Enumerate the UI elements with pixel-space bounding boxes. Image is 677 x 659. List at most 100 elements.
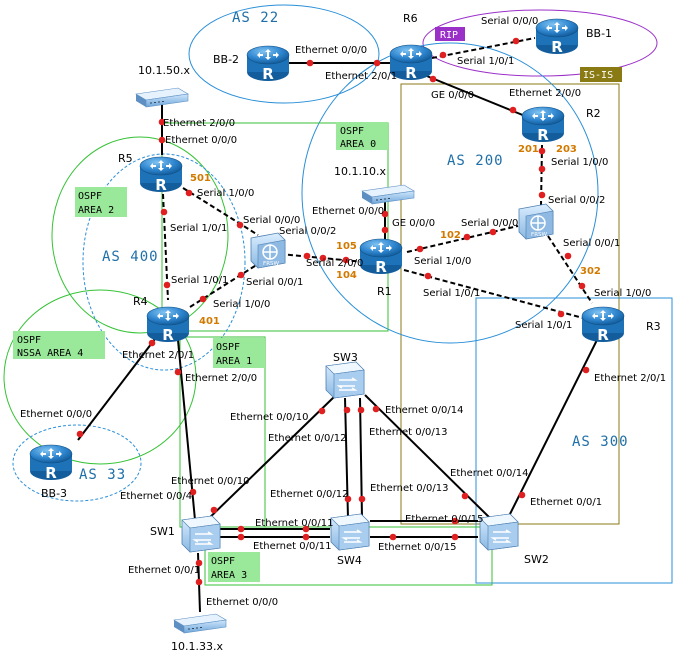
ospf-area2-boundary bbox=[51, 136, 229, 334]
router-bb2-icon[interactable] bbox=[246, 45, 290, 84]
port-bb2-eth000: Ethernet 0/0/0 bbox=[295, 45, 367, 56]
host-10-1-10-icon[interactable] bbox=[361, 184, 415, 205]
label-sw1: SW1 bbox=[150, 525, 175, 538]
ospf-area0-boundary bbox=[161, 122, 389, 332]
port-sw2-eth0015-top: Ethernet 0/0/15 bbox=[405, 514, 483, 525]
label-r4: R4 bbox=[133, 295, 148, 308]
port-host10-eth000: Ethernet 0/0/0 bbox=[312, 206, 384, 217]
port-r1-ge000: GE 0/0/0 bbox=[392, 218, 435, 229]
port-frsw2-serial000: Serial 0/0/0 bbox=[461, 218, 518, 229]
area1-tag bbox=[213, 338, 265, 368]
link-r1-r3 bbox=[403, 269, 584, 319]
as200-boundary bbox=[301, 42, 599, 344]
area2-tag bbox=[75, 187, 127, 217]
rip-boundary bbox=[422, 9, 658, 77]
label-as33: AS 33 bbox=[79, 467, 126, 483]
port-r1-serial200: Serial 2/0/0 bbox=[306, 258, 363, 269]
area2-tag-line1: OSPF bbox=[78, 191, 102, 202]
router-r5-icon[interactable] bbox=[139, 156, 183, 195]
port-r5-eth200: Ethernet 2/0/0 bbox=[163, 118, 235, 129]
label-as22: AS 22 bbox=[232, 10, 279, 26]
area3-tag bbox=[208, 552, 260, 582]
port-frsw-serial000: Serial 0/0/0 bbox=[243, 215, 300, 226]
port-sw3-eth0014: Ethernet 0/0/14 bbox=[385, 405, 463, 416]
port-r3-serial100: Serial 1/0/0 bbox=[594, 288, 651, 299]
port-sw3-eth0013: Ethernet 0/0/13 bbox=[369, 427, 447, 438]
port-r4-eth201: Ethernet 2/0/1 bbox=[122, 350, 194, 361]
port-host33-eth000: Ethernet 0/0/0 bbox=[206, 597, 278, 608]
port-frsw-serial002: Serial 0/0/2 bbox=[279, 226, 336, 237]
host-10-1-50-icon[interactable] bbox=[135, 87, 189, 108]
link-frsw2-r3 bbox=[547, 235, 593, 304]
area0-tag-line2: AREA 0 bbox=[340, 139, 376, 150]
port-sw1-eth0010: Ethernet 0/0/10 bbox=[171, 476, 249, 487]
port-r6-ge000: GE 0/0/0 bbox=[431, 90, 474, 101]
as400-boundary bbox=[82, 153, 246, 371]
dlci-102: 102 bbox=[440, 230, 461, 241]
as300-boundary bbox=[475, 297, 673, 584]
host-10-1-33-icon[interactable] bbox=[173, 613, 227, 634]
label-host-10-1-33: 10.1.33.x bbox=[171, 640, 223, 653]
label-r1: R1 bbox=[377, 285, 392, 298]
port-sw4-eth0015: Ethernet 0/0/15 bbox=[378, 542, 456, 553]
label-as300: AS 300 bbox=[572, 434, 629, 450]
port-r1-serial101: Serial 1/0/1 bbox=[423, 288, 480, 299]
switch-sw4-icon[interactable] bbox=[330, 513, 370, 551]
port-bb3-eth000: Ethernet 0/0/0 bbox=[20, 409, 92, 420]
label-bb3: BB-3 bbox=[41, 487, 67, 500]
port-sw1-eth001: Ethernet 0/0/1 bbox=[128, 565, 200, 576]
router-r3-icon[interactable] bbox=[581, 306, 625, 345]
as33-boundary bbox=[12, 424, 142, 502]
port-sw4-eth0012: Ethernet 0/0/12 bbox=[270, 489, 348, 500]
port-r5-serial101: Serial 1/0/1 bbox=[170, 223, 227, 234]
link-r4-bb3 bbox=[77, 334, 159, 441]
label-as200: AS 200 bbox=[447, 153, 504, 169]
link-r6-bb1 bbox=[431, 37, 536, 59]
dlci-105: 105 bbox=[336, 241, 357, 252]
label-sw3: SW3 bbox=[333, 351, 358, 364]
port-frsw2-serial002: Serial 0/0/2 bbox=[548, 195, 605, 206]
port-sw1-eth004: Ethernet 0/0/4 bbox=[120, 491, 192, 502]
label-bb1: BB-1 bbox=[586, 27, 612, 40]
switch-sw1-icon[interactable] bbox=[181, 515, 221, 553]
label-sw4: SW4 bbox=[337, 554, 362, 567]
port-r2-eth200: Ethernet 2/0/0 bbox=[509, 88, 581, 99]
area4-tag-line2: NSSA AREA 4 bbox=[17, 348, 83, 359]
link-r3-sw2 bbox=[506, 337, 599, 521]
port-sw1-eth0011: Ethernet 0/0/11 bbox=[255, 518, 333, 529]
isis-tag bbox=[580, 67, 622, 82]
link-r4-frsw bbox=[189, 263, 259, 308]
dlci-302: 302 bbox=[580, 266, 601, 277]
router-r2-icon[interactable] bbox=[521, 106, 565, 145]
port-frsw-serial001: Serial 0/0/1 bbox=[246, 277, 303, 288]
area1-tag-line2: AREA 1 bbox=[216, 356, 252, 367]
port-r6-bb1-serial: Serial 0/0/0 bbox=[481, 16, 538, 27]
label-bb2: BB-2 bbox=[213, 53, 239, 66]
frame-relay-switch-right-icon[interactable] bbox=[518, 203, 554, 240]
port-r6-serial101: Serial 1/0/1 bbox=[457, 56, 514, 67]
switch-sw2-icon[interactable] bbox=[479, 513, 519, 551]
area1-tag-line1: OSPF bbox=[216, 342, 240, 353]
switch-sw3-icon[interactable] bbox=[325, 361, 365, 399]
port-frsw2-serial001: Serial 0/0/1 bbox=[563, 238, 620, 249]
dlci-104: 104 bbox=[336, 270, 357, 281]
label-host-10-1-10: 10.1.10.x bbox=[334, 165, 386, 178]
router-r1-icon[interactable] bbox=[359, 238, 403, 277]
port-r5-serial100: Serial 1/0/0 bbox=[197, 188, 254, 199]
port-r1-serial100: Serial 1/0/0 bbox=[414, 256, 471, 267]
label-r6: R6 bbox=[403, 12, 418, 25]
port-r5-eth000: Ethernet 0/0/0 bbox=[165, 135, 237, 146]
area2-tag-line2: AREA 2 bbox=[78, 205, 114, 216]
frame-relay-switch-left-icon[interactable] bbox=[250, 232, 286, 269]
area3-tag-line2: AREA 3 bbox=[211, 570, 247, 581]
router-bb3-icon[interactable] bbox=[29, 444, 73, 483]
port-sw2-eth0014: Ethernet 0/0/14 bbox=[450, 468, 528, 479]
port-r4-serial100: Serial 1/0/0 bbox=[213, 299, 270, 310]
router-r4-icon[interactable] bbox=[146, 306, 190, 345]
port-r3-eth201: Ethernet 2/0/1 bbox=[594, 373, 666, 384]
area3-tag-line1: OSPF bbox=[211, 556, 235, 567]
area0-tag bbox=[336, 122, 388, 150]
router-bb1-icon[interactable] bbox=[535, 18, 579, 57]
rip-tag bbox=[435, 27, 465, 41]
